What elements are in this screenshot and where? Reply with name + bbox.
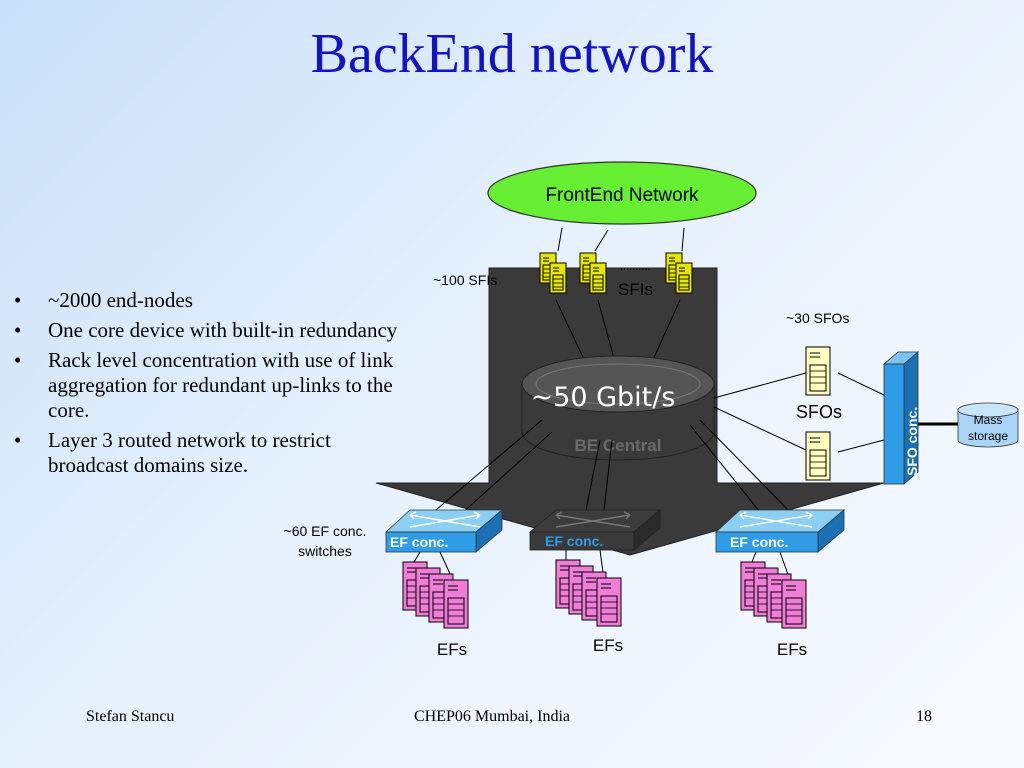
ef-rack-left — [402, 561, 469, 629]
bullet-text: Layer 3 routed network to restrict broad… — [48, 428, 331, 477]
bullet-item: • ~2000 end-nodes — [14, 288, 406, 313]
bullet-item: • Layer 3 routed network to restrict broa… — [14, 428, 406, 478]
sfi-dots: .......... — [620, 261, 651, 273]
sfi-label: SFIs — [618, 280, 653, 299]
be-central-label: BE Central — [575, 436, 662, 455]
sfo-concentrator-switch: SFO conc. — [882, 351, 920, 485]
ef-rack-right — [740, 561, 807, 629]
frontend-network-label: FrontEnd Network — [545, 185, 699, 206]
be-central-core-router: BE Central — [521, 355, 715, 461]
mass-storage-label-line2: storage — [968, 429, 1008, 443]
bullet-marker: • — [14, 288, 22, 312]
sfo-server-icon — [805, 431, 831, 481]
mass-storage-label-line1: Mass — [974, 413, 1003, 427]
bullet-text: ~2000 end-nodes — [48, 288, 193, 312]
ef-server-icon — [781, 579, 807, 629]
ef-conc-count-label-line1: ~60 EF conc. — [284, 523, 367, 539]
ef-label-right: EFs — [777, 640, 807, 659]
ef-conc-count-label-line2: switches — [298, 543, 352, 559]
sfo-label: SFOs — [796, 402, 842, 422]
bullet-item: • Rack level concentration with use of li… — [14, 348, 406, 423]
slide-title: BackEnd network — [310, 23, 714, 85]
ef-conc-label: EF conc. — [390, 534, 448, 550]
bullet-marker: • — [14, 348, 22, 372]
ef-server-icon — [443, 579, 469, 629]
ef-concentrator-switch: EF conc. — [528, 509, 662, 551]
sfo-conc-label: SFO conc. — [904, 407, 920, 476]
ef-server-icon — [596, 577, 622, 627]
bullet-text: Rack level concentration with use of lin… — [48, 348, 394, 422]
bullet-list: • ~2000 end-nodes • One core device with b… — [14, 288, 406, 483]
ef-uplinks — [429, 419, 791, 516]
frontend-network-ellipse — [487, 161, 757, 225]
mass-storage-cylinder: Mass storage — [957, 402, 1019, 448]
bullet-item: • One core device with built-in redundanc… — [14, 318, 406, 343]
footer-event: CHEP06 Mumbai, India — [414, 708, 570, 725]
bullet-marker: • — [14, 318, 22, 342]
ef-concentrator-switch: EF conc. — [384, 509, 504, 553]
bandwidth-label: ~50 Gbit/s — [531, 382, 676, 413]
ef-conc-label: EF conc. — [730, 534, 788, 550]
bullet-marker: • — [14, 428, 22, 452]
sfi-links — [555, 227, 685, 373]
ef-label-left: EFs — [437, 640, 467, 659]
ef-concentrator-switch: EF conc. — [714, 509, 846, 553]
sfo-count-label: ~30 SFOs — [786, 310, 849, 326]
sfi-count-label: ~100 SFIs — [433, 272, 497, 288]
footer-author: Stefan Stancu — [86, 708, 175, 725]
ef-label-middle: EFs — [593, 636, 623, 655]
ef-rack-middle — [555, 559, 622, 627]
sfo-links — [713, 372, 885, 453]
ef-conc-label: EF conc. — [545, 533, 603, 549]
bullet-text: One core device with built-in redundancy — [48, 318, 398, 342]
sfo-server-icon — [805, 346, 831, 396]
footer-page-number: 18 — [916, 708, 932, 725]
